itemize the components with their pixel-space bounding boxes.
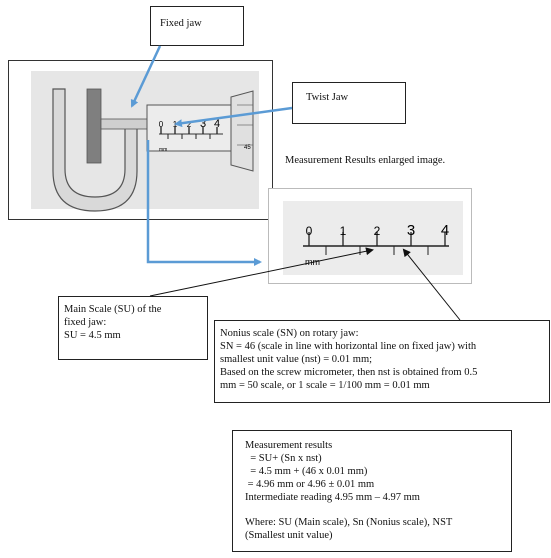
small-scale-unit: mm	[159, 147, 167, 153]
enlarged-scale-panel: 0 1 2 3 4 mm	[268, 188, 472, 284]
main-scale-line-3: SU = 4.5 mm	[64, 330, 121, 341]
results-line-1: Measurement results	[245, 440, 333, 451]
anvil-bar	[86, 88, 102, 164]
nonius-line-1: Nonius scale (SN) on rotary jaw:	[220, 328, 359, 339]
small-scale-ticks	[160, 127, 218, 139]
nonius-scale-box: Nonius scale (SN) on rotary jaw: SN = 46…	[214, 320, 550, 403]
scale-number-0: 0	[159, 120, 164, 129]
scale-number-4: 4	[214, 118, 220, 130]
results-line-5: Intermediate reading 4.95 mm – 4.97 mm	[245, 492, 420, 503]
fixed-jaw-label-box: Fixed jaw	[150, 6, 244, 46]
enlarged-scale-numbers: 0 1 2 3 4	[306, 222, 450, 239]
results-line-4: = 4.96 mm or 4.96 ± 0.01 mm	[245, 479, 375, 490]
fixed-jaw-label: Fixed jaw	[160, 18, 202, 29]
nonius-line-4: Based on the screw micrometer, then nst …	[220, 367, 478, 378]
scale-number-3: 3	[200, 118, 206, 130]
scale-number-0: 0	[306, 224, 313, 238]
enlarged-scale-unit: mm	[305, 257, 320, 267]
results-line-2: = SU+ (Sn x nst)	[245, 453, 322, 464]
scale-number-2: 2	[374, 224, 381, 238]
scale-number-4: 4	[441, 222, 449, 239]
enlarged-image-caption: Measurement Results enlarged image.	[285, 155, 446, 166]
main-scale-box: Main Scale (SU) of the fixed jaw: SU = 4…	[58, 296, 208, 360]
thimble	[230, 90, 254, 172]
enlarged-scale-drawing: 0 1 2 3 4 mm	[283, 201, 463, 275]
measurement-results-box: Measurement results = SU+ (Sn x nst) = 4…	[232, 430, 512, 552]
scale-number-1: 1	[173, 120, 178, 129]
nonius-line-2: SN = 46 (scale in line with horizontal l…	[220, 341, 477, 352]
nonius-line-3: smallest unit value (nst) = 0.01 mm;	[220, 354, 373, 365]
twist-jaw-label: Twist Jaw	[306, 92, 349, 103]
where-line-2: (Smallest unit value)	[245, 530, 333, 541]
scale-number-3: 3	[407, 222, 415, 239]
scale-number-1: 1	[340, 224, 347, 238]
scale-number-2: 2	[187, 120, 192, 129]
where-line-1: Where: SU (Main scale), Sn (Nonius scale…	[245, 517, 453, 528]
twist-jaw-label-box: Twist Jaw	[292, 82, 406, 124]
results-line-3: = 4.5 mm + (46 x 0.01 mm)	[245, 466, 368, 477]
thimble-number-label: 45	[244, 145, 251, 151]
main-scale-line-2: fixed jaw:	[64, 317, 107, 328]
main-scale-line-1: Main Scale (SU) of the	[64, 304, 162, 315]
nonius-line-5: mm = 50 scale, or 1 scale = 1/100 mm = 0…	[220, 380, 430, 391]
